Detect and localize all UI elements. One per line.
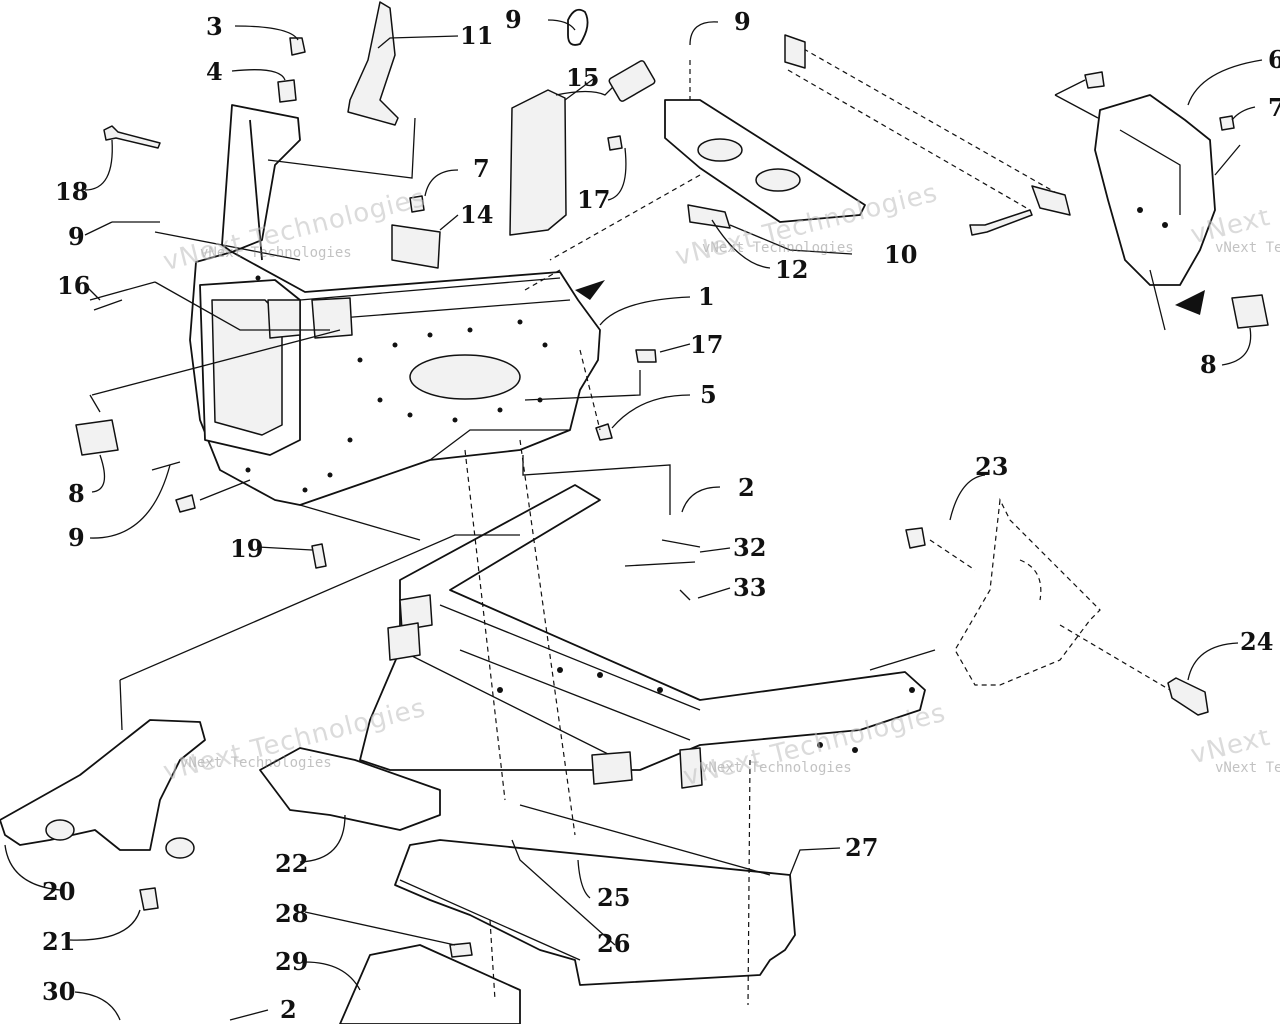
part-8-block-left — [75, 419, 119, 456]
callout-1: 1 — [698, 282, 715, 311]
part-11-shape — [687, 204, 731, 229]
callout-17-mid: 17 — [690, 330, 724, 359]
subframe-holes — [497, 667, 915, 753]
callout-13: 14 — [460, 200, 494, 229]
part-16-shape — [567, 8, 589, 46]
callout-7-mid: 7 — [473, 154, 490, 183]
callout-30: 30 — [42, 977, 76, 1006]
callout-32: 32 — [733, 533, 767, 562]
callout-24: 24 — [1240, 627, 1274, 656]
callout-4: 4 — [206, 57, 223, 86]
part-18-bolt — [103, 125, 161, 149]
part-12-shape — [347, 1, 399, 126]
callout-22: 22 — [275, 849, 309, 878]
callout-28: 28 — [275, 899, 309, 928]
callout-20: 20 — [42, 877, 76, 906]
callout-15: 15 — [566, 63, 600, 92]
front-frame-part — [189, 104, 601, 506]
callout-9-left: 9 — [68, 222, 85, 251]
callout-11: 12 — [775, 255, 809, 284]
part-13-shape — [391, 224, 441, 269]
frame-holes — [245, 275, 548, 493]
callout-5: 5 — [700, 380, 717, 409]
callout-7-right: 7 — [1268, 93, 1280, 122]
callout-18: 18 — [55, 177, 89, 206]
callout-2-bottom: 2 — [280, 995, 297, 1024]
part-4-shape — [277, 79, 297, 103]
part-6-bracket — [1094, 94, 1216, 286]
callout-33: 33 — [733, 573, 767, 602]
lower-subframe — [359, 484, 926, 771]
callout-8-left: 8 — [68, 479, 85, 508]
part-3-shape — [289, 37, 306, 56]
callout-12: 11 — [460, 21, 494, 50]
part-15-shape — [509, 89, 567, 236]
part-22-bracket — [259, 747, 441, 831]
callout-9-bottom: 9 — [68, 523, 85, 552]
part-27-skidplate — [394, 839, 796, 986]
callout-23: 23 — [975, 452, 1009, 481]
part-10-shape — [664, 99, 866, 223]
callout-29: 29 — [275, 947, 309, 976]
callout-10: 10 — [884, 240, 918, 269]
part-20-bracket — [0, 719, 206, 851]
callout-27: 27 — [845, 833, 879, 862]
callout-8-right: 8 — [1200, 350, 1217, 379]
callout-21: 21 — [42, 927, 76, 956]
callout-17-top: 17 — [577, 185, 611, 214]
callout-14: 16 — [57, 271, 91, 300]
callout-3: 3 — [206, 12, 223, 41]
callout-2-mid: 2 — [738, 473, 755, 502]
callout-6: 6 — [1268, 45, 1280, 74]
callout-26: 25 — [597, 883, 631, 912]
callout-25: 26 — [597, 929, 631, 958]
callout-9-top: 9 — [734, 7, 751, 36]
callout-19: 19 — [230, 534, 264, 563]
callout-16: 9 — [505, 5, 522, 34]
part-24-bolt — [1167, 677, 1209, 716]
